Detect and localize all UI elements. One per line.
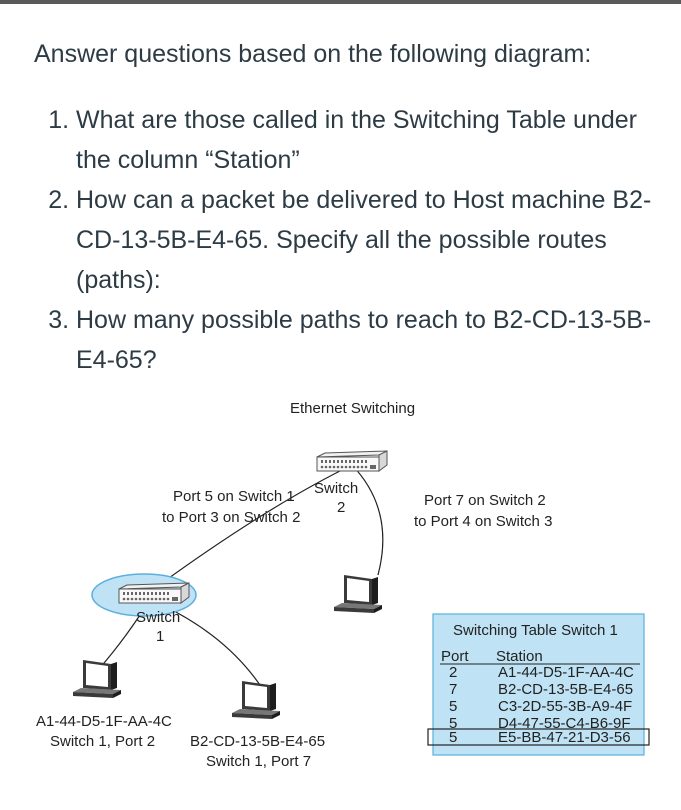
- table-row-port: 5: [449, 729, 457, 746]
- link-s2-s3-label-line2: to Port 4 on Switch 3: [414, 513, 552, 530]
- table-row-station: B2-CD-13-5B-E4-65: [498, 681, 633, 698]
- host-b2-mac-label: B2-CD-13-5B-E4-65: [190, 733, 325, 750]
- table-row-station: C3-2D-55-3B-A9-4F: [498, 698, 632, 715]
- question-3: How many possible paths to reach to B2-C…: [76, 300, 666, 380]
- question-1: What are those called in the Switching T…: [76, 100, 666, 180]
- switch2-label-line1: Switch: [314, 480, 358, 497]
- link-s1-s2-label-line1: Port 5 on Switch 1: [173, 488, 295, 505]
- switch1-label-line2: 1: [156, 628, 164, 645]
- intro-text: Answer questions based on the following …: [34, 40, 592, 68]
- host-b2-port-label: Switch 1, Port 7: [206, 753, 311, 770]
- ethernet-switching-diagram: Ethernet Switching Switch 2 Port 5 on Sw…: [36, 400, 650, 770]
- link-s1-s2-label-line2: to Port 3 on Switch 2: [162, 509, 300, 526]
- table-row-outline: [427, 728, 650, 746]
- table-header-station: Station: [496, 648, 543, 665]
- host-a1-pc-icon: [73, 660, 121, 698]
- table-row-port: 5: [449, 715, 457, 732]
- table-row-station: D4-47-55-C4-B6-9F: [498, 715, 631, 732]
- top-border: [0, 0, 681, 4]
- switch2-icon: [316, 450, 388, 472]
- switch1-icon: [118, 582, 190, 604]
- table-header-port: Port: [441, 648, 469, 665]
- table-row-port: 7: [449, 681, 457, 698]
- diagram-title: Ethernet Switching: [290, 400, 415, 417]
- link-switch1-switch2: [161, 464, 353, 584]
- table-row-station: A1-44-D5-1F-AA-4C: [498, 664, 634, 681]
- switch2-label-line2: 2: [337, 499, 345, 516]
- switching-table-background: [432, 613, 645, 756]
- host-b2-pc-icon: [232, 681, 280, 719]
- host-a1-port-label: Switch 1, Port 2: [50, 733, 155, 750]
- table-row-port: 5: [449, 698, 457, 715]
- host-switch2-pc-icon: [334, 575, 382, 613]
- table-row-station: E5-BB-47-21-D3-56: [498, 729, 631, 746]
- question-list: What are those called in the Switching T…: [44, 100, 666, 380]
- question-2: How can a packet be delivered to Host ma…: [76, 180, 666, 300]
- switch1-label-line1: Switch: [136, 609, 180, 626]
- table-row-port: 2: [449, 664, 457, 681]
- link-s2-s3-label-line1: Port 7 on Switch 2: [424, 492, 546, 509]
- link-switch1-host-a1: [97, 614, 141, 671]
- link-switch2-host: [351, 464, 384, 576]
- switching-table-title: Switching Table Switch 1: [453, 622, 618, 639]
- host-a1-mac-label: A1-44-D5-1F-AA-4C: [36, 713, 172, 730]
